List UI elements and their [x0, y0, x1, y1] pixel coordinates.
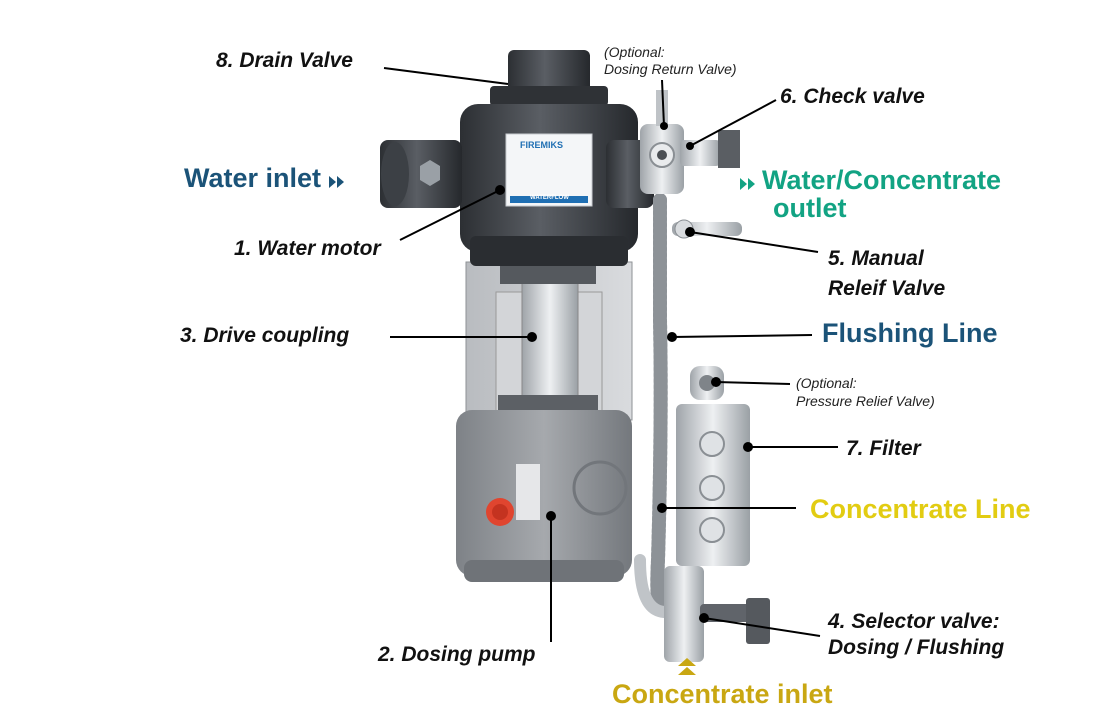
dosing-return-optional-label-line1: (Optional: [604, 44, 665, 60]
water-concentrate-outlet-label: Water/Concentrate [740, 165, 1001, 197]
nameplate-brand: FIREMIKS [520, 140, 564, 150]
concentrate-inlet-arrow-icon [678, 658, 696, 675]
nameplate-footer: WATERFLOW [530, 195, 569, 201]
water-motor-label: 1. Water motor [234, 237, 381, 260]
flushing-hose-shape [650, 193, 668, 617]
leader-dots [495, 122, 753, 623]
water-concentrate-outlet-text: Water/Concentrate [762, 165, 1002, 195]
dosing-pump-shape [456, 410, 632, 582]
water-inlet-text: Water inlet [184, 163, 322, 193]
concentrate-line-label: Concentrate Line [810, 494, 1031, 524]
filter-shape [676, 366, 750, 566]
selector-valve-shape [634, 554, 770, 662]
leader-lines [383, 67, 838, 642]
filter-label: 7. Filter [846, 437, 921, 460]
water-concentrate-outlet-label-line2: outlet [773, 193, 847, 223]
water-inlet-label: Water inlet [184, 163, 353, 195]
drain-valve-label: 8. Drain Valve [216, 49, 353, 72]
concentrate-inlet-label: Concentrate inlet [612, 679, 833, 709]
outlet-arrow-icon [740, 167, 756, 197]
water-motor-shape [380, 50, 654, 266]
selector-valve-label-line1: 4. Selector valve: [828, 610, 1000, 633]
outlet-valve-shape [640, 90, 742, 239]
manual-relief-valve-label-line2: Releif Valve [828, 277, 946, 300]
drive-coupling-label: 3. Drive coupling [180, 324, 350, 347]
water-inlet-arrow-icon [329, 165, 345, 195]
pressure-relief-optional-label-line1: (Optional: [796, 375, 857, 391]
pressure-relief-optional-label-line2: Pressure Relief Valve) [796, 393, 935, 409]
selector-valve-label-line2: Dosing / Flushing [828, 636, 1005, 659]
manual-relief-valve-label-line1: 5. Manual [828, 247, 924, 270]
flushing-line-label: Flushing Line [822, 318, 998, 348]
dosing-pump-label: 2. Dosing pump [378, 643, 536, 666]
drive-coupling-shape [498, 262, 598, 413]
check-valve-label: 6. Check valve [780, 85, 925, 108]
dosing-return-optional-label-line2: Dosing Return Valve) [604, 61, 737, 77]
